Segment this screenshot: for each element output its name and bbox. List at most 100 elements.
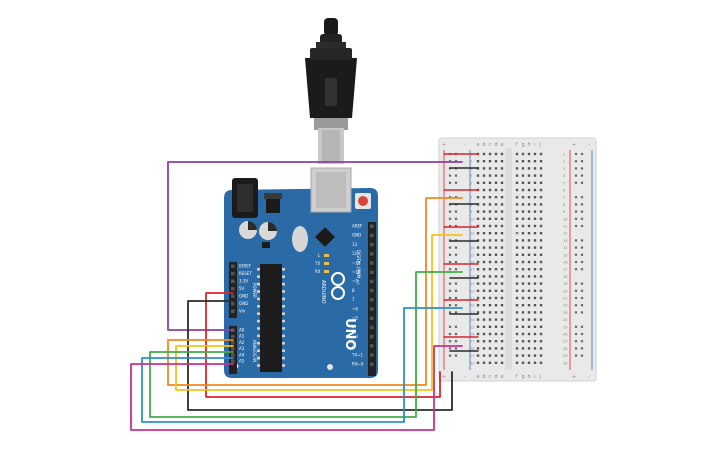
bb-hole[interactable] [521,224,525,228]
bb-hole[interactable] [494,188,498,192]
bb-hole[interactable] [521,210,525,213]
bb-hole[interactable] [539,311,543,314]
bb-hole[interactable] [488,260,492,264]
bb-hole[interactable] [539,282,543,285]
bb-hole[interactable] [488,361,492,364]
bb-hole[interactable] [500,282,504,285]
rail-hole[interactable] [448,332,452,336]
bb-hole[interactable] [482,217,486,220]
bb-hole[interactable] [527,160,531,163]
bb-hole[interactable] [488,318,492,321]
bb-hole[interactable] [527,217,531,220]
bb-hole[interactable] [533,217,537,220]
bb-hole[interactable] [539,268,543,271]
bb-hole[interactable] [482,318,486,321]
bb-hole[interactable] [488,174,492,177]
bb-hole[interactable] [482,289,486,292]
bb-hole[interactable] [482,253,486,256]
bb-hole[interactable] [521,167,525,170]
rail-hole[interactable] [574,217,578,220]
bb-hole[interactable] [521,275,525,278]
bb-hole[interactable] [515,246,519,249]
bb-hole[interactable] [476,253,480,256]
bb-hole[interactable] [500,340,504,343]
bb-hole[interactable] [482,224,486,228]
wire-blue-a4[interactable] [141,307,463,423]
rail-hole[interactable] [454,304,458,307]
bb-hole[interactable] [527,224,531,228]
bb-hole[interactable] [488,275,492,278]
rail-hole[interactable] [580,224,584,228]
rail-hole[interactable] [574,152,578,156]
bb-hole[interactable] [539,340,543,343]
bb-hole[interactable] [527,361,531,364]
bb-hole[interactable] [488,210,492,213]
bb-hole[interactable] [533,275,537,278]
bb-hole[interactable] [527,304,531,307]
bb-hole[interactable] [539,246,543,249]
bb-hole[interactable] [476,282,480,285]
rail-hole[interactable] [448,210,452,213]
temperature-sensor[interactable]: TMP [511,228,527,236]
rail-hole[interactable] [580,174,584,177]
bb-hole[interactable] [488,188,492,192]
bb-hole[interactable] [521,188,525,192]
bb-hole[interactable] [539,361,543,364]
bb-hole[interactable] [527,260,531,264]
bb-hole[interactable] [515,232,519,235]
rail-hole[interactable] [580,332,584,336]
bb-hole[interactable] [488,203,492,206]
bb-hole[interactable] [521,260,525,264]
bb-hole[interactable] [539,275,543,278]
bb-hole[interactable] [521,325,525,328]
bb-hole[interactable] [488,196,492,199]
bb-hole[interactable] [521,253,525,256]
rail-hole[interactable] [574,296,578,300]
bb-hole[interactable] [494,224,498,228]
bb-hole[interactable] [494,347,498,350]
bb-hole[interactable] [482,340,486,343]
bb-hole[interactable] [494,174,498,177]
bb-hole[interactable] [500,296,504,300]
bb-hole[interactable] [488,296,492,300]
arduino-uno-board[interactable]: L TX RX UNO ARDUINO DIGITAL (PWM ~) POWE… [224,167,378,378]
bb-hole[interactable] [539,253,543,256]
bb-hole[interactable] [521,203,525,206]
bb-hole[interactable] [500,232,504,235]
rail-hole[interactable] [454,181,458,184]
rail-hole[interactable] [580,260,584,264]
bb-hole[interactable] [533,361,537,364]
bb-hole[interactable] [488,232,492,235]
bb-hole[interactable] [533,325,537,328]
bb-hole[interactable] [482,304,486,307]
wire-yellow-a2[interactable] [175,234,463,391]
bb-hole[interactable] [500,217,504,220]
bb-hole[interactable] [533,260,537,264]
bb-hole[interactable] [494,196,498,199]
bb-hole[interactable] [527,188,531,192]
rail-hole[interactable] [454,340,458,343]
bb-hole[interactable] [476,289,480,292]
bb-hole[interactable] [494,203,498,206]
bb-hole[interactable] [533,160,537,163]
bb-hole[interactable] [539,174,543,177]
bb-hole[interactable] [521,282,525,285]
bb-hole[interactable] [539,160,543,163]
bb-hole[interactable] [521,160,525,163]
temperature-sensor[interactable]: TMP [511,302,527,310]
bb-hole[interactable] [476,224,480,228]
rail-hole[interactable] [574,246,578,249]
bb-hole[interactable] [539,325,543,328]
bb-hole[interactable] [539,196,543,199]
bb-hole[interactable] [533,296,537,300]
wire-pink-a5[interactable] [130,345,463,431]
bb-hole[interactable] [533,347,537,350]
bb-hole[interactable] [476,232,480,235]
bb-hole[interactable] [482,282,486,285]
bb-hole[interactable] [494,289,498,292]
bb-hole[interactable] [515,260,519,264]
rail-hole[interactable] [574,325,578,328]
wire-green-a3[interactable] [149,271,463,418]
bb-hole[interactable] [476,296,480,300]
